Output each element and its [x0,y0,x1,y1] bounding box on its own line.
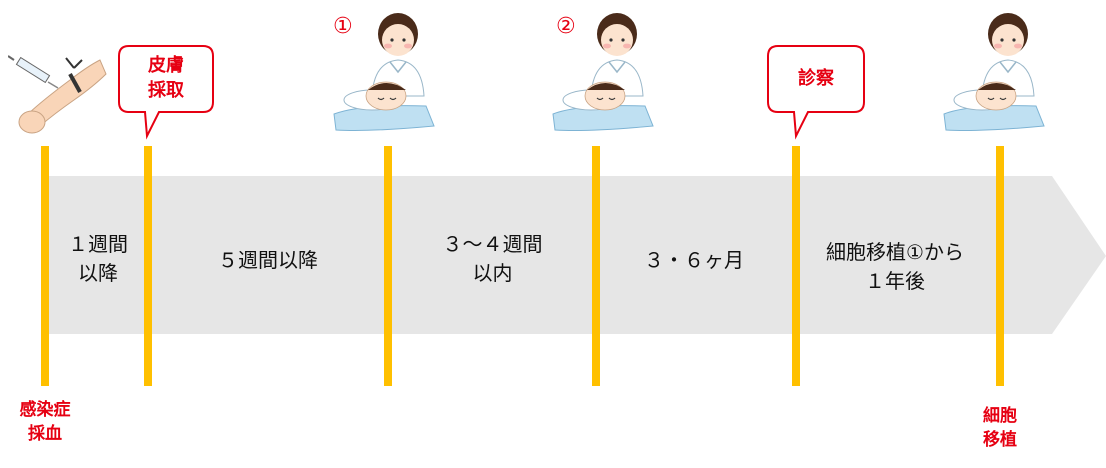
step-number-2: ② [556,14,576,39]
marker-line-skin-sampling [144,146,152,386]
callout-exam: 診察 [766,44,866,140]
callout-exam-text: 診察 [798,68,834,89]
marker-line-transplant-1 [384,146,392,386]
step-number-1: ① [333,14,353,39]
nurse-patient-icon [333,13,435,131]
period-3: ３～４週間 以内 [442,232,543,285]
marker-line-exam [792,146,800,386]
nurse-patient-icon [943,13,1045,131]
callout-skin-line1: 皮膚 [148,55,184,76]
marker-line-blood-test [41,146,49,386]
blood-draw-icon [8,55,107,134]
label-cell-transplant: 細胞 移植 [983,406,1017,450]
period-5: 細胞移植①から １年後 [826,240,964,293]
callout-skin-sampling: 皮膚 採取 [117,44,215,140]
marker-line-final-transplant [996,146,1004,386]
period-2: ５週間以降 [218,248,318,272]
period-4: ３・６ヶ月 [644,248,744,272]
period-1: １週間 以降 [68,232,128,285]
label-blood-test: 感染症 採血 [19,400,71,444]
marker-line-transplant-2 [592,146,600,386]
nurse-patient-icon [552,13,654,131]
callout-skin-line2: 採取 [148,80,184,101]
